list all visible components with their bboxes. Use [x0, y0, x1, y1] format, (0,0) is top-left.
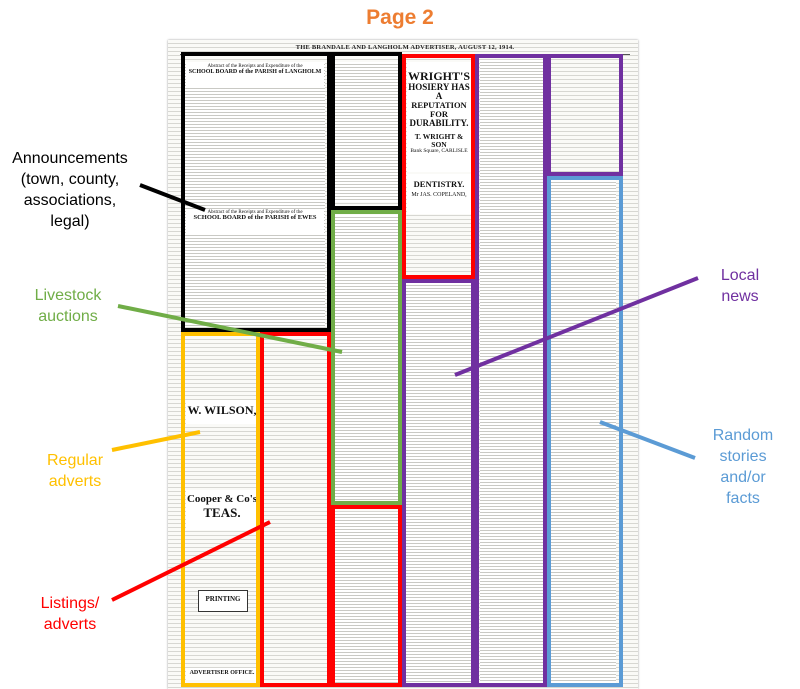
- ad-line: Mr JAS. COPELAND,: [411, 191, 467, 198]
- label-line: stories: [719, 448, 767, 465]
- dentistry-advert: DENTISTRY. Mr JAS. COPELAND,: [407, 174, 471, 214]
- label-line: Random: [712, 427, 774, 444]
- page-title: Page 2: [366, 6, 434, 29]
- regular-adverts-pointer: [111, 430, 201, 452]
- listings-pointer: [111, 520, 271, 602]
- ad-line: ADVERTISER OFFICE.: [189, 670, 255, 676]
- random-stories-label: Random stories and/or facts: [698, 425, 788, 509]
- random-stories-pointer: [599, 420, 696, 460]
- label-line: and/or: [720, 469, 766, 486]
- ad-line: Cooper & Co's: [186, 493, 258, 505]
- ad-line: DURABILITY.: [409, 118, 469, 129]
- regular-adverts-region: [181, 332, 260, 687]
- hosiery-advert: WRIGHT'S HOSIERY HAS A REPUTATION FOR DU…: [407, 62, 471, 172]
- text-column: [406, 280, 472, 684]
- label-line: associations,: [23, 192, 117, 209]
- label-line: legal): [50, 213, 90, 230]
- label-line: Livestock: [34, 287, 102, 304]
- ad-line: W. WILSON,: [187, 403, 257, 417]
- text-column: [335, 512, 399, 684]
- ad-line: WRIGHT'S: [407, 69, 470, 83]
- text-column: [335, 215, 399, 500]
- text-column: [185, 62, 325, 327]
- listings-adverts-region: [331, 505, 402, 687]
- text-column: [335, 62, 399, 202]
- announcements-label: Announcements (town, county, association…: [0, 148, 140, 232]
- ad-line: T. WRIGHT & SON: [414, 131, 464, 149]
- listings-adverts-label: Listings/ adverts: [25, 593, 115, 635]
- ad-line: REPUTATION FOR: [411, 100, 467, 120]
- listings-adverts-region: [402, 54, 475, 279]
- local-news-label: Local news: [700, 265, 780, 307]
- text-column: [480, 60, 545, 684]
- heading-line: Abstract of the Receipts and Expenditure…: [207, 64, 303, 69]
- printing-advert: PRINTING: [198, 590, 248, 612]
- ad-line: Bank Square, CARLISLE: [410, 147, 468, 154]
- local-news-region: [402, 279, 475, 687]
- heading-line: SCHOOL BOARD of the PARISH of LANGHOLM: [188, 69, 322, 76]
- ad-line: HOSIERY HAS A: [408, 81, 470, 102]
- teas-advert: Cooper & Co's TEAS.: [186, 490, 258, 530]
- label-line: auctions: [38, 308, 98, 325]
- announcements-pointer: [139, 183, 206, 212]
- parish-abstract-heading: Abstract of the Receipts and Expenditure…: [186, 210, 324, 234]
- label-line: adverts: [43, 616, 97, 633]
- livestock-auctions-label: Livestock auctions: [18, 285, 118, 327]
- local-news-region: [475, 54, 547, 687]
- label-line: Regular: [46, 452, 104, 469]
- label-line: adverts: [48, 473, 102, 490]
- heading-line: SCHOOL BOARD of the PARISH of EWES: [193, 214, 317, 222]
- label-line: news: [721, 288, 759, 305]
- label-line: Announcements: [12, 150, 128, 167]
- text-column: [551, 180, 616, 684]
- label-line: (town, county,: [20, 171, 120, 188]
- livestock-auctions-region: [331, 210, 402, 505]
- label-line: Local: [720, 267, 760, 284]
- label-line: facts: [726, 490, 760, 507]
- parish-abstract-heading: Abstract of the Receipts and Expenditure…: [186, 64, 324, 88]
- ad-line: PRINTING: [205, 595, 241, 603]
- wilson-advert: W. WILSON,: [186, 400, 258, 424]
- label-line: Listings/: [40, 595, 100, 612]
- announcements-region: [331, 52, 402, 210]
- ad-line: TEAS.: [203, 504, 241, 520]
- office-advert: ADVERTISER OFFICE.: [186, 668, 258, 680]
- heading-line: Abstract of the Receipts and Expenditure…: [207, 210, 303, 215]
- announcements-region: [181, 52, 331, 332]
- local-news-pointer: [454, 276, 699, 377]
- ad-line: DENTISTRY.: [413, 179, 465, 189]
- listings-adverts-region: [260, 332, 331, 687]
- livestock-pointer: [117, 304, 343, 354]
- regular-adverts-label: Regular adverts: [30, 450, 120, 492]
- local-news-region: [547, 54, 623, 176]
